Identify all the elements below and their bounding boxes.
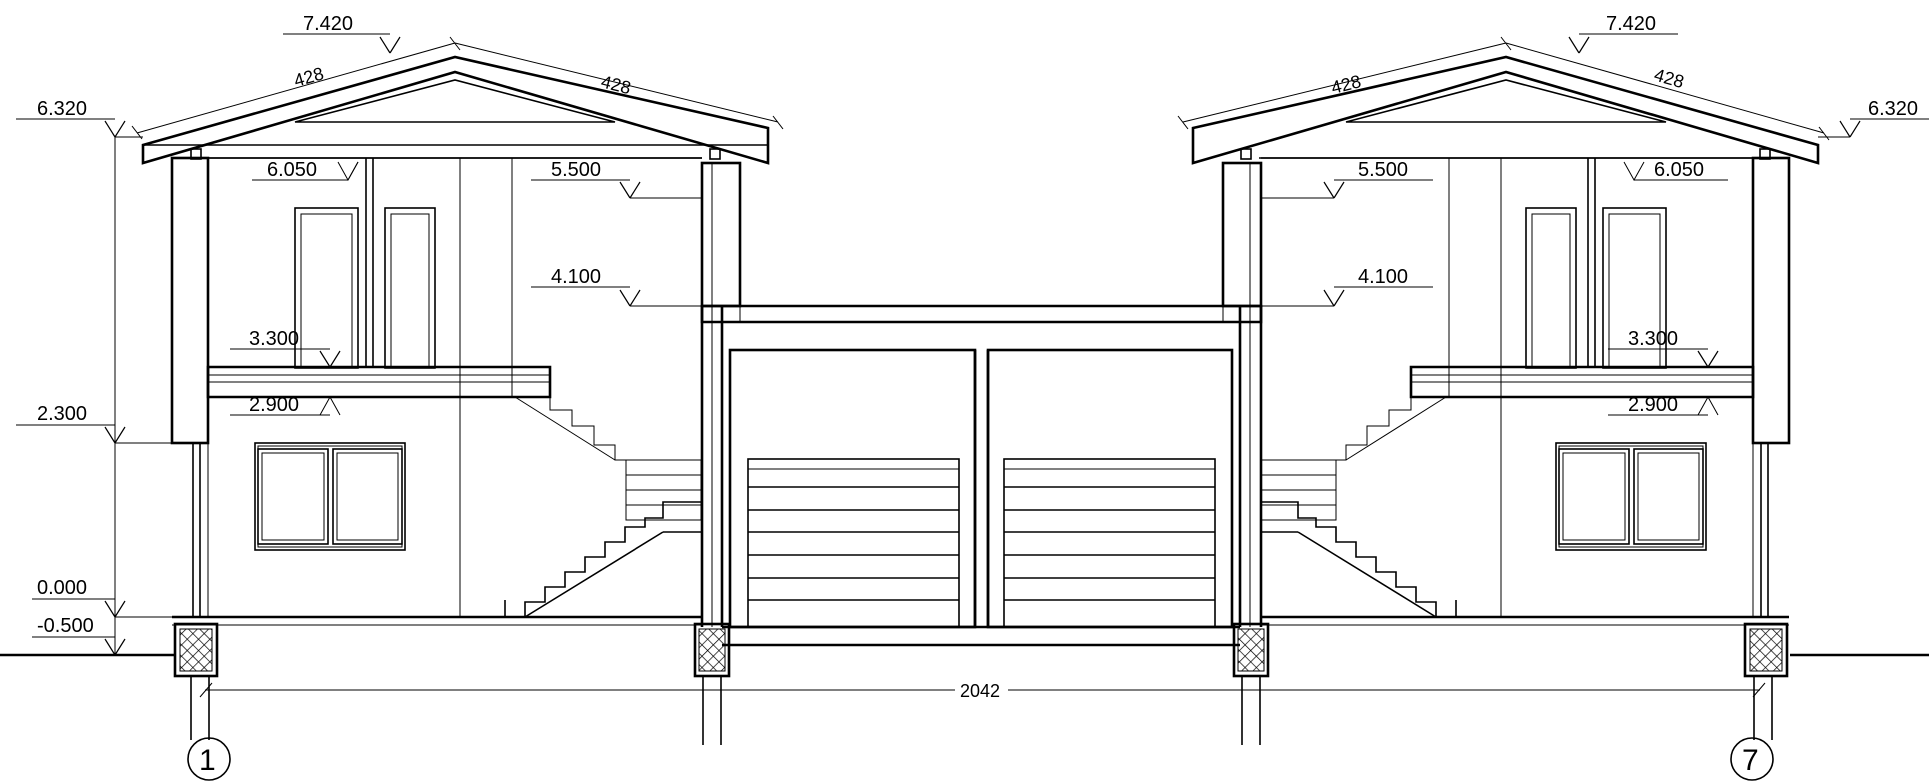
left-roof-dim-b: 428 bbox=[599, 71, 633, 98]
overall-dimension: 2042 bbox=[199, 681, 1766, 701]
axis-label-1: 1 bbox=[199, 744, 216, 777]
right-outer-wall bbox=[1751, 156, 1791, 617]
right-roof-dim-a: 428 bbox=[1329, 71, 1363, 98]
elev-right-2900: 2.900 bbox=[1628, 394, 1678, 416]
elev-left-6050: 6.050 bbox=[267, 159, 317, 181]
left-internal-elevations: 7.420 6.050 5.500 4.100 3.300 2.900 bbox=[230, 13, 702, 416]
elev-right-5500: 5.500 bbox=[1358, 159, 1408, 181]
elev-left-6320: 6.320 bbox=[37, 98, 87, 120]
elev-left-3300: 3.300 bbox=[249, 328, 299, 350]
elev-left-0000: 0.000 bbox=[37, 577, 87, 599]
right-floor-slab bbox=[1409, 365, 1755, 399]
axis-marker-1: 1 bbox=[187, 737, 231, 781]
right-roof-dimensions: 428 428 bbox=[1177, 36, 1830, 141]
right-roof bbox=[1191, 55, 1820, 165]
elev-left-2900: 2.900 bbox=[249, 394, 299, 416]
left-roof bbox=[141, 55, 770, 165]
left-outer-wall bbox=[170, 156, 210, 617]
garage-door-left bbox=[747, 458, 960, 628]
left-floor-slab bbox=[206, 365, 552, 399]
right-stairs bbox=[1260, 396, 1457, 618]
elev-right-7420: 7.420 bbox=[1606, 13, 1656, 35]
elev-left-2300: 2.300 bbox=[37, 403, 87, 425]
left-stairs bbox=[504, 396, 702, 618]
left-roof-dimensions: 428 428 bbox=[131, 36, 784, 140]
elev-right-4100: 4.100 bbox=[1358, 266, 1408, 288]
elev-right-3300: 3.300 bbox=[1628, 328, 1678, 350]
elev-left-7420: 7.420 bbox=[303, 13, 353, 35]
left-house: 428 428 bbox=[131, 36, 784, 626]
garage-block bbox=[700, 161, 1263, 647]
elev-right-6320: 6.320 bbox=[1868, 98, 1918, 120]
elev-left-5500: 5.500 bbox=[551, 159, 601, 181]
left-roof-dim-a: 428 bbox=[292, 63, 326, 91]
elev-left-minus0500: -0.500 bbox=[37, 615, 94, 637]
axis-marker-7: 7 bbox=[1730, 737, 1774, 781]
right-upper-floor bbox=[1261, 157, 1753, 617]
garage-door-right bbox=[1003, 458, 1216, 628]
left-window bbox=[254, 442, 406, 551]
foundations bbox=[173, 622, 1789, 745]
left-elevation-scale: 6.320 2.300 0.000 -0.500 bbox=[16, 98, 172, 656]
overall-length-label: 2042 bbox=[960, 681, 1000, 701]
right-house: 428 428 bbox=[1177, 36, 1830, 626]
right-roof-dim-b: 428 bbox=[1652, 65, 1686, 93]
left-upper-floor bbox=[208, 157, 702, 617]
right-elevation-marks: 7.420 6.320 5.500 6.050 4.100 3.300 2.90… bbox=[1261, 13, 1929, 416]
right-window bbox=[1555, 442, 1707, 551]
elev-left-4100: 4.100 bbox=[551, 266, 601, 288]
elev-right-6050: 6.050 bbox=[1654, 159, 1704, 181]
axis-label-7: 7 bbox=[1742, 744, 1759, 777]
